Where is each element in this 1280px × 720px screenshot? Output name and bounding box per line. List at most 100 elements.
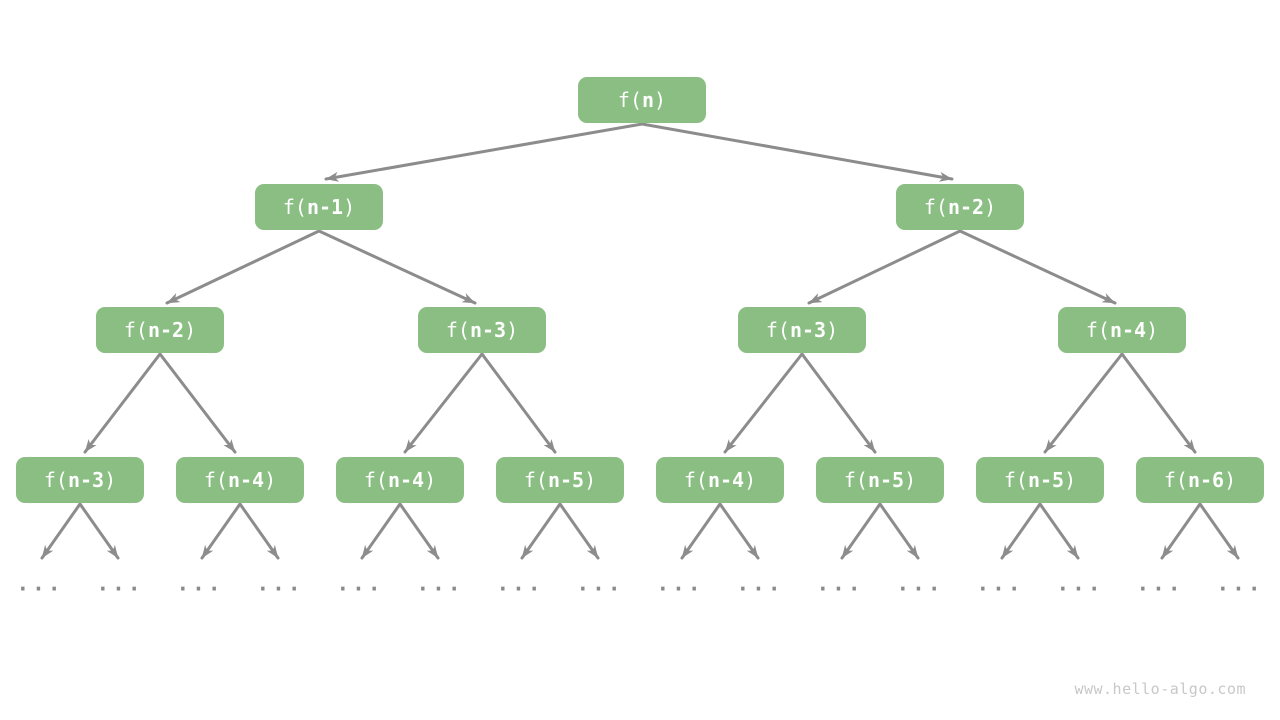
edge-arrow [200,502,242,560]
tree-node-l3-3: f(n-3) [738,307,866,353]
edge-arrow [360,502,402,560]
node-label-suffix: ) [343,195,356,219]
node-label-arg: n-1 [306,195,344,219]
edge-arrow [40,502,82,560]
node-label-suffix: ) [506,318,519,342]
ellipsis-group: ... [816,571,864,596]
edge-arrow [723,352,804,454]
node-label-prefix: f( [1163,468,1188,492]
ellipsis-group: ... [1056,571,1104,596]
edge-arrow [403,352,484,454]
edge-arrow [640,122,954,182]
ellipsis-group: ... [16,571,64,596]
edge-arrow [878,502,920,560]
node-label-prefix: f( [523,468,548,492]
node-label-arg: n-5 [547,468,585,492]
node-label-suffix: ) [1224,468,1237,492]
edge-arrow [165,229,321,305]
tree-node-l4-1: f(n-3) [16,457,144,503]
node-label-arg: n-4 [1109,318,1147,342]
node-label-arg: n-2 [947,195,985,219]
node-label-suffix: ) [654,88,667,112]
edge-arrow [317,229,477,305]
node-label-arg: n-3 [67,468,105,492]
ellipsis-group: ... [1136,571,1184,596]
edge-arrow [398,502,440,560]
node-label-prefix: f( [1003,468,1028,492]
node-label-prefix: f( [923,195,948,219]
ellipsis-group: ... [96,571,144,596]
edge-arrow [800,352,877,454]
node-label-prefix: f( [123,318,148,342]
tree-node-l4-6: f(n-5) [816,457,944,503]
edge-arrow [1120,352,1197,454]
node-label-arg: n-3 [469,318,507,342]
node-label-prefix: f( [445,318,470,342]
ellipsis-group: ... [176,571,224,596]
node-label-suffix: ) [264,468,277,492]
node-label-prefix: f( [282,195,307,219]
edge-arrow [718,502,760,560]
node-label-suffix: ) [184,318,197,342]
node-label-suffix: ) [1146,318,1159,342]
tree-node-root: f(n) [578,77,706,123]
node-label-prefix: f( [683,468,708,492]
edge-arrow [324,122,644,182]
ellipsis-group: ... [496,571,544,596]
edge-arrow [158,352,237,454]
edge-arrow [78,502,120,560]
ellipsis-group: ... [656,571,704,596]
node-label-arg: n-3 [789,318,827,342]
node-label-prefix: f( [43,468,68,492]
ellipsis-group: ... [976,571,1024,596]
node-label-suffix: ) [104,468,117,492]
edge-arrow [958,229,1117,305]
edge-arrow [520,502,562,560]
node-label-arg: n-4 [707,468,745,492]
node-label-prefix: f( [843,468,868,492]
ellipsis-group: ... [336,571,384,596]
edge-arrow [680,502,722,560]
tree-node-l4-8: f(n-6) [1136,457,1264,503]
ellipsis-group: ... [256,571,304,596]
node-label-prefix: f( [765,318,790,342]
edge-arrow [1000,502,1042,560]
node-label-arg: n-5 [867,468,905,492]
tree-node-l4-3: f(n-4) [336,457,464,503]
node-label-arg: n-2 [147,318,185,342]
ellipsis-group: ... [576,571,624,596]
edge-arrow [1038,502,1080,560]
node-label-suffix: ) [424,468,437,492]
node-label-prefix: f( [203,468,228,492]
tree-node-l2-2: f(n-2) [896,184,1024,230]
edge-arrow [1043,352,1124,454]
tree-node-l3-2: f(n-3) [418,307,546,353]
node-label-arg: n-5 [1027,468,1065,492]
node-label-arg: n [642,88,655,112]
edge-arrow [840,502,882,560]
tree-node-l3-1: f(n-2) [96,307,224,353]
watermark-text: www.hello-algo.com [1074,680,1246,698]
tree-node-l4-4: f(n-5) [496,457,624,503]
edge-arrow [238,502,280,560]
tree-node-l4-5: f(n-4) [656,457,784,503]
node-label-suffix: ) [1064,468,1077,492]
edge-arrow [83,352,162,454]
ellipsis-group: ... [1216,571,1264,596]
node-label-prefix: f( [1085,318,1110,342]
tree-node-l3-4: f(n-4) [1058,307,1186,353]
node-label-suffix: ) [904,468,917,492]
tree-node-l2-1: f(n-1) [255,184,383,230]
edge-arrow [480,352,557,454]
node-label-arg: n-4 [387,468,425,492]
edge-arrow [558,502,600,560]
edge-arrow [807,229,962,305]
ellipsis-group: ... [416,571,464,596]
edge-arrow [1198,502,1240,560]
ellipsis-group: ... [736,571,784,596]
node-label-arg: n-4 [227,468,265,492]
ellipsis-group: ... [896,571,944,596]
edge-arrow [1160,502,1202,560]
